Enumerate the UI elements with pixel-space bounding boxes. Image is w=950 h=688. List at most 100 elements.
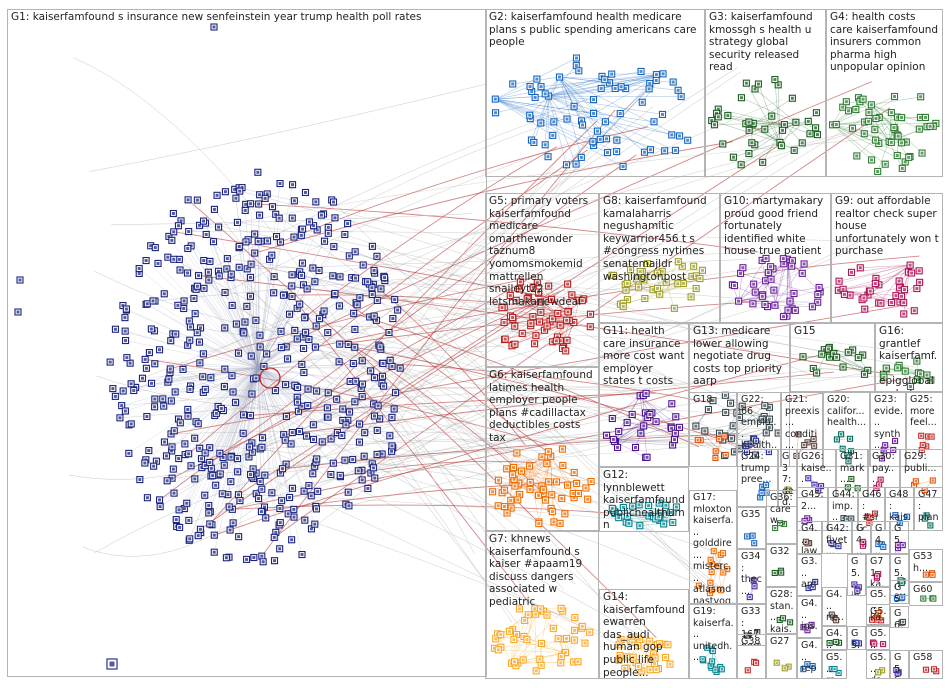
inter-group-edge (94, 271, 484, 352)
g1-vertex-glyph (186, 246, 190, 250)
g2-vertex-glyph (535, 77, 539, 81)
inter-group-edge (222, 493, 644, 523)
inter-group-edge (135, 345, 517, 388)
g1-vertex-glyph (193, 312, 197, 316)
g2-vertex-glyph (546, 155, 550, 159)
inter-group-edge (209, 120, 598, 525)
inter-group-edge (348, 436, 646, 507)
g1-vertex-glyph (353, 345, 357, 349)
g4-edge (832, 123, 936, 126)
g2-edge (559, 76, 606, 122)
g1-vertex-glyph (237, 265, 241, 269)
g2-vertex-glyph (648, 148, 652, 152)
g2-vertex-glyph (574, 56, 578, 60)
g2-edge (559, 76, 688, 141)
g1-vertex-glyph (227, 505, 231, 509)
g1-edge (257, 367, 303, 555)
inter-group-edge (390, 360, 725, 591)
group-panel-g47: G47: plan... (914, 487, 943, 531)
g1-vertex-glyph (300, 273, 304, 277)
g1-edge (224, 367, 259, 370)
g1-vertex-glyph (223, 190, 227, 194)
g1-hub-vertex[interactable] (259, 367, 281, 389)
group-label-g28: G28: stan... kais... (770, 589, 794, 634)
g1-vertex-glyph (118, 416, 122, 420)
g1-vertex-glyph (229, 455, 233, 459)
g1-vertex-glyph (254, 376, 258, 380)
g3-vertex-glyph (750, 141, 754, 145)
g1-vertex-glyph (182, 507, 186, 511)
inter-group-edge (275, 214, 647, 510)
group-panel-g12: G12: lynnblewett kaiserfamfound publiche… (599, 467, 689, 532)
g1-edge (257, 241, 325, 369)
g1-vertex-glyph (325, 406, 329, 410)
group-label-g66: G5... da... (870, 652, 887, 678)
g3-vertex-glyph (790, 96, 794, 100)
inter-group-edge (283, 294, 546, 309)
g1-vertex-glyph (359, 386, 363, 390)
g1-vertex-glyph (250, 450, 254, 454)
g2-vertex-glyph (574, 64, 578, 68)
g2-vertex-glyph (581, 123, 585, 127)
g1-edge (144, 367, 259, 464)
g1-vertex-glyph (292, 507, 296, 511)
group-panel-g68: G58 (909, 650, 943, 679)
g1-vertex-glyph (248, 413, 252, 417)
g1-vertex-glyph (170, 449, 174, 453)
g1-vertex-glyph (132, 389, 136, 393)
g1-vertex-glyph (162, 404, 166, 408)
g1-vertex-glyph (245, 557, 249, 561)
g1-vertex-glyph (225, 267, 229, 271)
g1-vertex-glyph (313, 522, 317, 526)
g1-vertex-glyph (161, 397, 165, 401)
g1-edge (142, 367, 259, 379)
g1-edge (166, 367, 259, 481)
g2-edge (495, 95, 549, 100)
g1-vertex-glyph (360, 359, 364, 363)
group-label-g24: G24: trump pree... (741, 451, 773, 485)
inter-group-edge (213, 241, 519, 625)
g1-vertex-glyph (254, 492, 258, 496)
g2-edge (544, 96, 549, 145)
inter-group-edge (260, 439, 756, 450)
g1-vertex-glyph (145, 496, 149, 500)
g1-vertex-glyph (292, 235, 296, 239)
group-panel-g66: G5... da... (866, 650, 890, 679)
g1-vertex-glyph (314, 507, 318, 511)
g2-vertex-glyph (493, 97, 497, 101)
group-label-g29: G29: publi... (904, 451, 937, 474)
g1-vertex-glyph (188, 387, 192, 391)
g2-edge (548, 95, 672, 136)
g3-vertex-glyph (800, 141, 804, 145)
g1-vertex-glyph (353, 250, 357, 254)
inter-group-edge (249, 369, 823, 448)
group-panel-g27: G27 (766, 634, 797, 679)
g1-vertex-glyph (171, 212, 175, 216)
g2-vertex-glyph (678, 134, 682, 138)
inter-group-edge (82, 230, 478, 557)
g1-vertex-glyph (301, 335, 305, 339)
g2-vertex-glyph (595, 129, 599, 133)
group-panel-g71: G71 ka... (866, 554, 890, 587)
inter-group-edge (302, 262, 631, 634)
g1-vertex-glyph (307, 337, 311, 341)
g1-vertex-glyph (326, 225, 330, 229)
inter-group-edge (247, 251, 767, 270)
g1-vertex-glyph (223, 326, 227, 330)
g1-vertex-glyph (179, 219, 183, 223)
group-label-g44: G44: imp... (832, 489, 858, 523)
g1-vertex-glyph (288, 312, 292, 316)
g2-edge (559, 76, 575, 107)
g1-vertex-glyph (388, 434, 392, 438)
g4-edge (888, 112, 892, 142)
inter-group-edge (391, 243, 663, 367)
g1-vertex-glyph (338, 342, 342, 346)
g1-vertex-glyph (212, 240, 216, 244)
g1-vertex-glyph (230, 374, 234, 378)
g1-vertex-glyph (319, 213, 323, 217)
g1-vertex-glyph (225, 257, 229, 261)
g1-vertex-glyph (298, 270, 302, 274)
group-panel-g50: G5... pe... (890, 521, 909, 554)
g1-edge (208, 272, 259, 369)
